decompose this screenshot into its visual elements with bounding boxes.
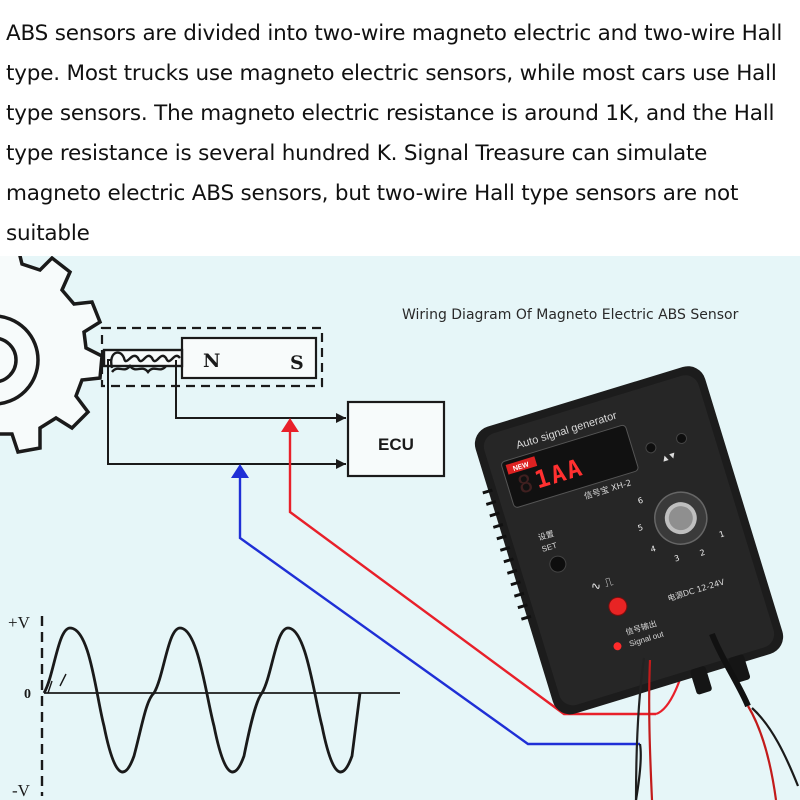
- new-badge-text: NEW: [512, 461, 530, 473]
- diagram-caption: Wiring Diagram Of Magneto Electric ABS S…: [402, 307, 739, 323]
- magnet-n-label: N: [203, 350, 220, 372]
- gear-icon: [0, 256, 104, 454]
- waveform-pos-label: +V: [8, 613, 31, 632]
- set-label: SET: [541, 541, 559, 554]
- set-label-cn: 设置: [537, 528, 555, 542]
- intro-paragraph: ABS sensors are divided into two-wire ma…: [6, 21, 783, 246]
- ecu-label: ECU: [378, 435, 414, 454]
- signal-generator-device: Auto signal generator NEW 1AA 8 信号宝 XH-2…: [474, 366, 784, 715]
- new-badge: [505, 456, 538, 475]
- dial-mark-4: 4: [649, 544, 657, 554]
- blue-wire: [231, 464, 640, 746]
- signal-led: [613, 642, 622, 651]
- dial-mark-2: 2: [699, 548, 707, 558]
- dial-mark-6: 6: [637, 496, 645, 506]
- device-cables: [634, 632, 800, 800]
- waveform: [40, 616, 400, 796]
- magnet: [180, 336, 318, 380]
- sensor-housing: [100, 326, 324, 388]
- wiring-diagram: N S ECU Wiring Diagram Of Magneto Electr…: [0, 256, 800, 800]
- set-button[interactable]: [548, 554, 568, 574]
- wave-icon: ∿ ⎍: [589, 574, 615, 594]
- magnet-s-label: S: [290, 352, 304, 374]
- dial-mark-5: 5: [637, 523, 645, 533]
- svg-text:▲ ▼: ▲ ▼: [662, 451, 677, 463]
- sensor-wires: [107, 359, 346, 469]
- waveform-neg-label: -V: [12, 781, 31, 800]
- waveform-zero-label: 0: [24, 687, 31, 702]
- mode-button[interactable]: [607, 595, 629, 617]
- dial-mark-1: 1: [718, 529, 726, 539]
- ecu-box: [346, 400, 446, 478]
- coil: [102, 348, 184, 374]
- dial-mark-3: 3: [673, 553, 681, 563]
